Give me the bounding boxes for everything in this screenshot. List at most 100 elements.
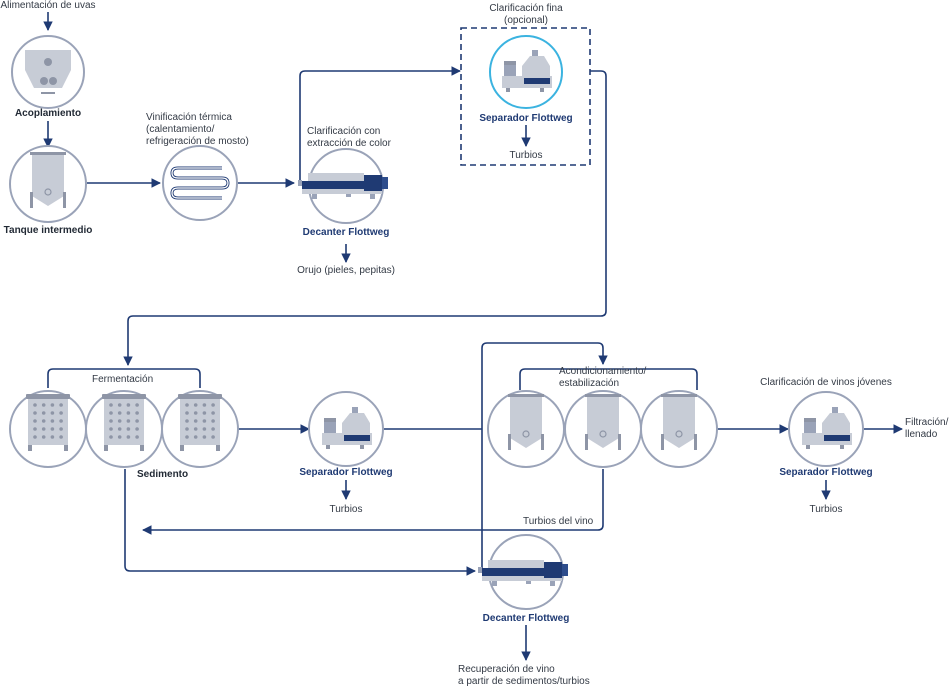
tank-dot — [202, 427, 207, 431]
tank-dot — [135, 403, 139, 407]
tank-dot — [211, 419, 215, 423]
decanter-1-title-1: Clarificación con — [307, 126, 381, 137]
thermo-label-2: (calentamiento/ — [146, 124, 215, 135]
tank-dot — [50, 403, 55, 407]
tank-dot — [50, 435, 55, 439]
decanter-1-title-2: extracción de color — [307, 138, 391, 149]
tank-dot — [135, 435, 139, 439]
tank-dot — [33, 427, 37, 431]
tank-dot — [185, 427, 189, 431]
tank-dot — [193, 435, 198, 439]
conditioning-label-2: estabilización — [559, 378, 620, 389]
tank-dot — [202, 403, 207, 407]
tank-dot — [211, 403, 215, 407]
tank-dot — [202, 435, 207, 439]
tank-dot — [109, 411, 113, 415]
decanter-2-output-2: a partir de sedimentos/turbios — [458, 676, 590, 687]
arrow-fine-fermentation — [123, 70, 607, 366]
tank-dot — [117, 419, 122, 423]
separator-2-output: Turbios — [329, 504, 363, 515]
tank-dot — [211, 427, 215, 431]
tank-dot — [117, 435, 122, 439]
tank-dot — [126, 419, 131, 423]
tank-dot — [50, 411, 55, 415]
optional-step-box — [460, 27, 591, 166]
thermo-label-1: Vinificación térmica — [146, 112, 232, 123]
thermo-node — [162, 145, 238, 221]
tank-dot — [109, 419, 113, 423]
tank-dot — [126, 411, 131, 415]
tank-dot — [185, 419, 189, 423]
fine-title-1: Clarificación fina — [489, 3, 563, 14]
buffer-tank-label: Tanque intermedio — [3, 225, 93, 236]
tank-dot — [59, 403, 63, 407]
tank-dot — [211, 435, 215, 439]
filtration-label-1: Filtración/ — [905, 417, 949, 428]
conditioning-tanks — [487, 390, 718, 468]
fine-equipment: Separador Flottweg — [479, 113, 573, 124]
fine-title-2: (opcional) — [504, 15, 548, 26]
tank-dot — [202, 419, 207, 423]
arrow-sediment-decanter2 — [124, 469, 476, 576]
tank-dot — [135, 427, 139, 431]
arrow-turbios-return — [142, 469, 604, 535]
decanter-1-node — [298, 148, 388, 224]
decanter-2-equipment: Decanter Flottweg — [482, 613, 570, 624]
fine-separator-node — [489, 35, 563, 109]
tank-dot — [117, 411, 122, 415]
tank-dot — [211, 411, 215, 415]
young-wine-title: Clarificación de vinos jóvenes — [760, 377, 892, 388]
fermentation-manifold — [47, 368, 201, 388]
tank-dot — [109, 427, 113, 431]
tank-dot — [126, 403, 131, 407]
fermentation-tank-icon — [178, 394, 222, 451]
fermentation-tank-icon — [26, 394, 70, 451]
tank-dot — [59, 419, 63, 423]
tank-dot — [33, 411, 37, 415]
tank-dot — [109, 403, 113, 407]
separator-2-equipment: Separador Flottweg — [299, 467, 393, 478]
tank-dot — [193, 403, 198, 407]
arrow-decanter-fine — [299, 66, 461, 181]
coupling-node — [11, 35, 85, 109]
flow-lines — [43, 12, 903, 661]
tank-dot — [135, 419, 139, 423]
tank-dot — [50, 419, 55, 423]
tank-dot — [41, 411, 46, 415]
tank-dot — [193, 411, 198, 415]
tank-dot — [117, 403, 122, 407]
fermentation-tanks — [9, 390, 239, 468]
hopper-icon — [25, 50, 71, 94]
tank-dot — [59, 435, 63, 439]
fermentation-tank-icon — [102, 394, 146, 451]
tank-dot — [41, 427, 46, 431]
coupling-label: Acoplamiento — [14, 108, 82, 119]
tank-dot — [109, 435, 113, 439]
fine-output: Turbios — [509, 150, 543, 161]
tank-dot — [193, 427, 198, 431]
tank-dot — [41, 403, 46, 407]
conditioning-output: Turbios del vino — [523, 516, 594, 527]
decanter-2-output-1: Recuperación de vino — [458, 664, 555, 675]
decanter-1-equipment: Decanter Flottweg — [302, 227, 390, 238]
tank-dot — [202, 411, 207, 415]
tank-dot — [33, 435, 37, 439]
feed-label: Alimentación de uvas — [0, 0, 96, 11]
tank-dot — [193, 419, 198, 423]
tank-dot — [41, 435, 46, 439]
tank-dot — [185, 435, 189, 439]
filtration-label-2: llenado — [905, 429, 938, 440]
separator-2-node — [308, 391, 384, 467]
tank-dot — [59, 411, 63, 415]
arrow-to-conditioning — [481, 342, 608, 568]
conditioning-label-1: Acondicionamiento/ — [559, 366, 647, 377]
tank-dot — [33, 403, 37, 407]
sediment-label: Sedimento — [137, 469, 189, 480]
decanter-2-node — [478, 534, 568, 610]
buffer-tank-node — [9, 145, 87, 223]
young-wine-output: Turbios — [809, 504, 843, 515]
tank-dot — [185, 411, 189, 415]
fermentation-label: Fermentación — [92, 374, 154, 385]
tank-dot — [59, 427, 63, 431]
